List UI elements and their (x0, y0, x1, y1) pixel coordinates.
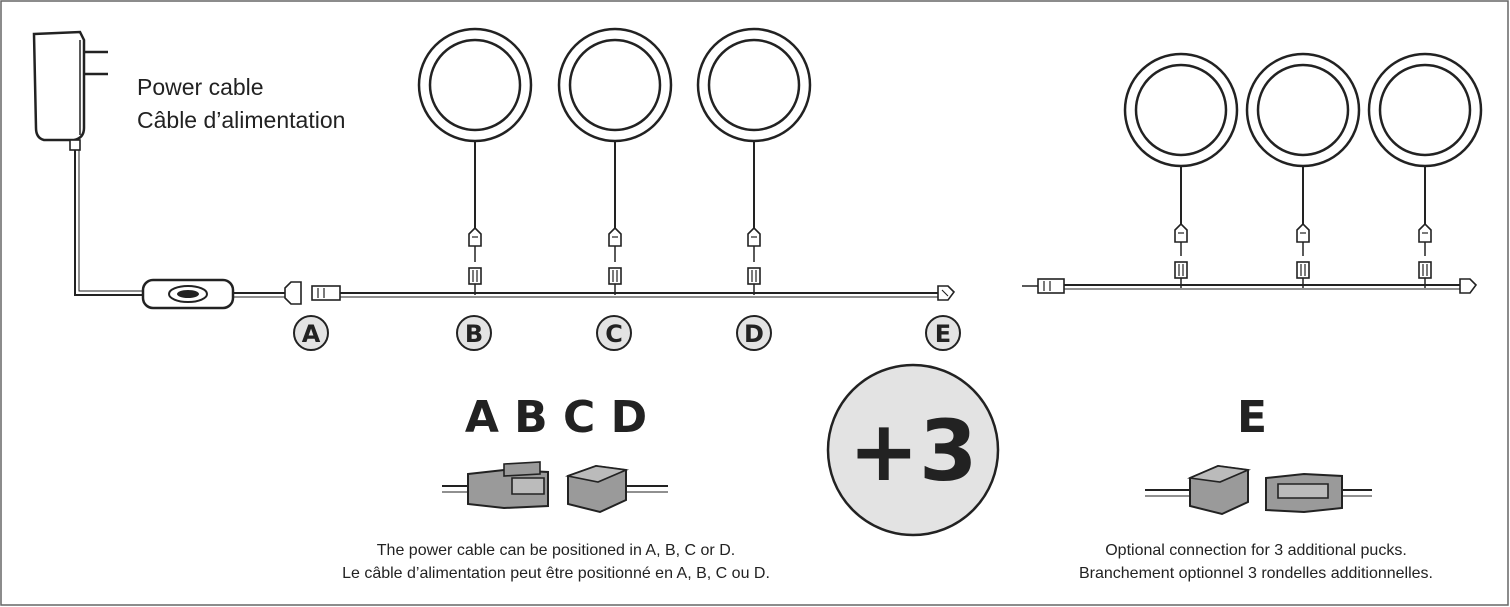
connector-e-icon (937, 285, 956, 301)
group-left-caption-en: The power cable can be positioned in A, … (377, 542, 735, 559)
position-badge-d: D (736, 315, 772, 351)
position-badge-e: E (925, 315, 961, 351)
puck-extension-1-icon (1123, 52, 1239, 288)
inline-switch-icon (141, 278, 235, 310)
position-letter-e: E (935, 320, 951, 348)
puck-extension-3-icon (1367, 52, 1483, 288)
extension-cable-icon (1022, 278, 1478, 294)
position-badge-c: C (596, 315, 632, 351)
power-cable-label-fr: Câble d’alimentation (137, 107, 345, 133)
puck-extension-2-icon (1245, 52, 1361, 288)
group-right-caption-fr: Branchement optionnel 3 rondelles additi… (1079, 565, 1433, 582)
position-letter-d: D (744, 320, 764, 348)
position-letter-c: C (605, 320, 623, 348)
connector-pair-right-icon (1145, 464, 1372, 516)
group-right-caption-en: Optional connection for 3 additional puc… (1105, 542, 1407, 559)
position-letter-a: A (302, 320, 321, 348)
connector-pair-left-icon (442, 461, 668, 514)
position-letter-b: B (465, 320, 483, 348)
plus-three-text: +3 (849, 402, 978, 500)
power-adapter-icon (32, 30, 108, 151)
puck-d-icon (696, 27, 812, 295)
group-right-heading: E (1237, 392, 1267, 443)
position-badge-b: B (456, 315, 492, 351)
puck-c-icon (557, 27, 673, 295)
puck-b-icon (417, 27, 533, 295)
position-badge-a: A (293, 315, 329, 351)
connector-a-icon (284, 281, 341, 305)
group-left-caption-fr: Le câble d’alimentation peut être positi… (342, 565, 770, 582)
group-left-heading: A B C D (465, 392, 647, 443)
plus-three-badge: +3 (826, 363, 1000, 537)
power-cable-label-en: Power cable (137, 74, 264, 100)
